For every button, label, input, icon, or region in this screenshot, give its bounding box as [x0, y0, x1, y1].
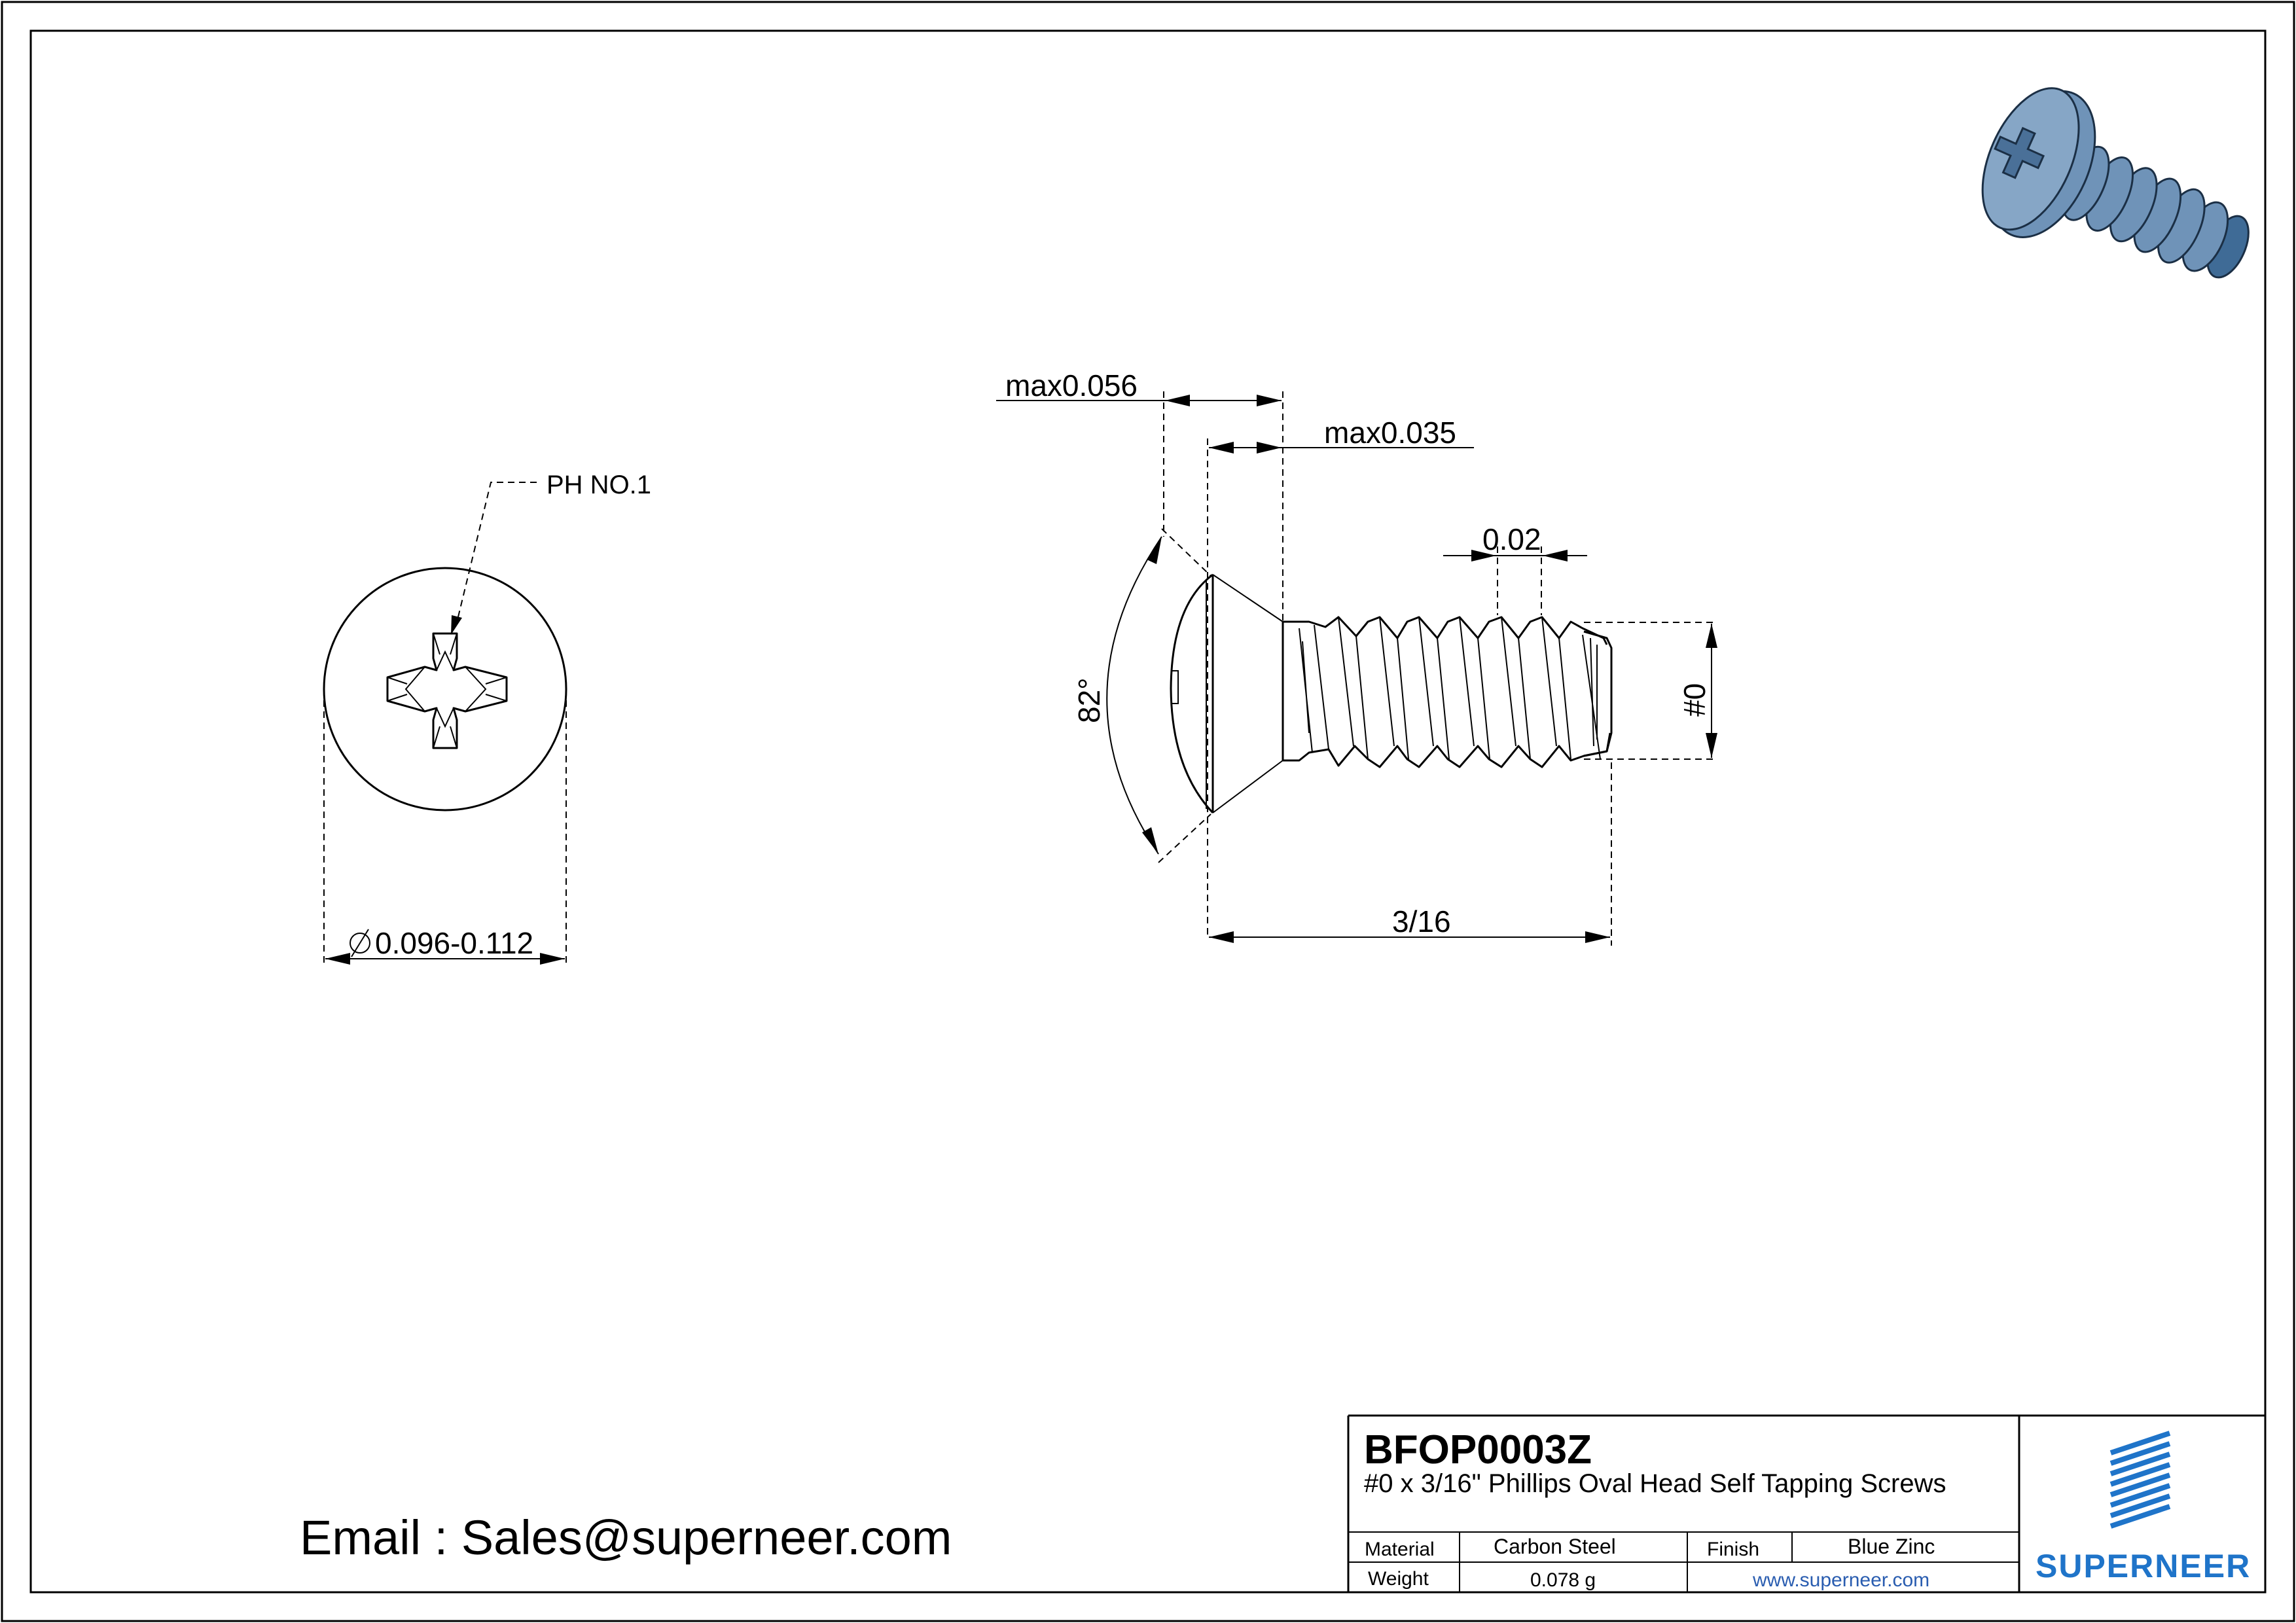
finish-value: Blue Zinc	[1848, 1535, 1935, 1558]
part-description: #0 x 3/16" Phillips Oval Head Self Tappi…	[1364, 1469, 1946, 1498]
angle-label: 82°	[1072, 677, 1106, 723]
material-label: Material	[1365, 1539, 1435, 1560]
screw-3d-render	[1981, 87, 2250, 279]
angle-dimension: 82°	[1072, 528, 1211, 863]
sheet-inner-border	[29, 29, 2267, 1594]
title-block: BFOP0003Z #0 x 3/16" Phillips Oval Head …	[1347, 1414, 2265, 1592]
contact-email: Email : Sales@superneer.com	[300, 1510, 952, 1565]
weight-label: Weight	[1368, 1568, 1429, 1590]
size-label: #0	[1677, 683, 1712, 717]
diameter-icon	[350, 929, 370, 957]
superneer-logo-icon	[2109, 1431, 2171, 1529]
screw-side-view	[1170, 573, 1613, 814]
pitch-label: 0.02	[1482, 522, 1541, 556]
oval-height-dimension: max0.035	[1207, 416, 1474, 936]
drive-label: PH NO.1	[547, 471, 651, 499]
brand-name: SUPERNEER	[2036, 1548, 2251, 1584]
size-dimension: #0	[1584, 622, 1717, 760]
finish-label: Finish	[1707, 1539, 1759, 1560]
website-link[interactable]: www.superneer.com	[1752, 1569, 1929, 1591]
oval-height-label: max0.035	[1324, 416, 1456, 450]
head-height-label: max0.056	[1005, 368, 1138, 402]
pitch-dimension: 0.02	[1443, 522, 1587, 615]
head-height-dimension: max0.056	[996, 368, 1283, 622]
diameter-label: 0.096-0.112	[375, 926, 533, 960]
part-number: BFOP0003Z	[1364, 1427, 1592, 1472]
weight-value: 0.078 g	[1530, 1569, 1596, 1591]
length-dimension: 3/16	[1209, 762, 1612, 946]
head-top-view	[323, 567, 567, 812]
material-value: Carbon Steel	[1494, 1535, 1616, 1558]
drive-leader: PH NO.1	[451, 471, 651, 635]
length-label: 3/16	[1392, 904, 1451, 938]
diameter-dimension: 0.096-0.112	[323, 700, 567, 967]
